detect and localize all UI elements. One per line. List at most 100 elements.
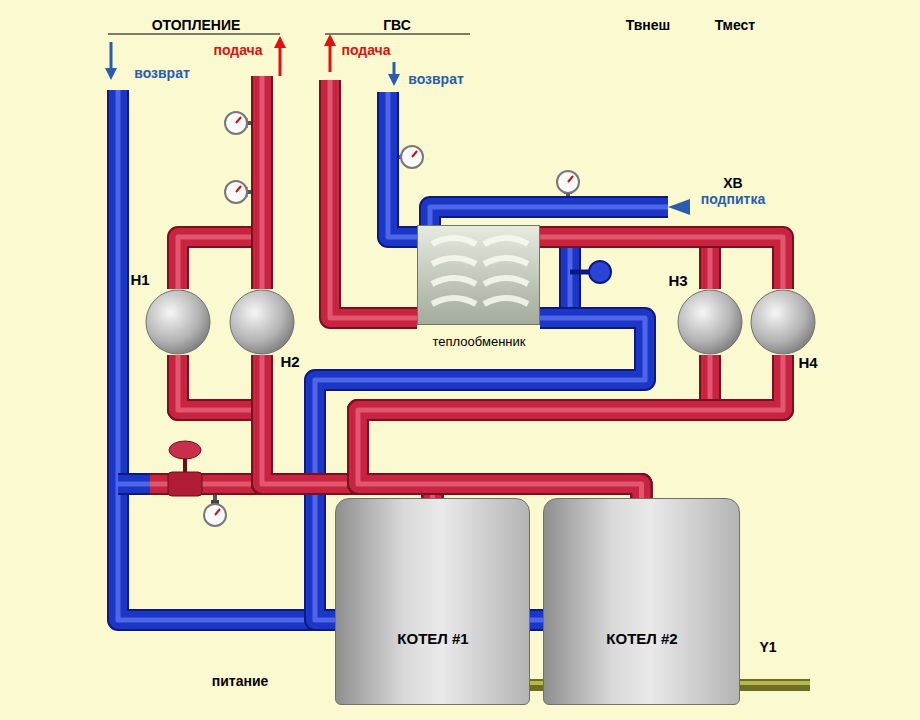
coil [484,278,528,284]
valve-actuator [570,261,611,283]
pipe-part [568,237,573,318]
pump-circle [230,290,294,354]
pump-circle [751,290,815,354]
coil [484,238,528,244]
pipe-part [401,146,423,168]
pipe [118,90,335,620]
makeup-arrow [668,199,690,215]
pipe-connector [358,355,783,498]
pipe-layer [358,355,783,498]
pipe [330,80,417,318]
pipe [178,237,262,289]
pipe-layer [540,237,783,289]
pipe-part [253,76,271,289]
pipe [118,484,152,485]
pump-body [229,289,295,355]
pipe-part [530,618,543,623]
pipe-part [110,42,113,70]
pipe-label: Твнеш [626,17,671,33]
pipe-layer [358,355,783,498]
coil [484,258,528,264]
pipe-part [430,207,668,225]
pump-body [145,289,211,355]
pressure-gauge [225,112,251,134]
pipe-connector [540,237,783,289]
boiler-box: КОТЕЛ #2 [543,498,740,705]
boiler-label: КОТЕЛ #1 [397,630,468,647]
pipe [262,76,263,289]
pipe-part [388,74,400,86]
pipe-part [430,207,668,225]
pipe-part [330,80,417,318]
coil [432,278,476,284]
pipe-layer [358,355,783,498]
heat-exchanger: теплообменник [417,225,540,325]
pipe-part [168,472,202,496]
pipe-part [118,473,152,495]
pipe-layer [540,237,783,289]
pressure-gauge [225,181,251,203]
pipe-part [430,207,668,225]
pipe-part [118,482,152,487]
pipe-label: Y1 [759,639,776,655]
pipe-part [178,237,262,289]
pipe-part [589,261,611,283]
pipe-layer [358,355,783,498]
pipe-layer [358,355,783,498]
pipe-part [204,504,226,526]
pipe-label: подпитка [701,191,765,207]
pump-label: Н4 [798,354,817,371]
pump-label: Н1 [130,271,149,288]
pressure-gauge [399,146,423,168]
flow-arrow [324,34,336,72]
pump-label: Н3 [668,272,687,289]
boiler-label: КОТЕЛ #2 [606,630,677,647]
bypass-valve [168,441,202,496]
pressure-gauge [204,495,226,526]
heat-exchanger-coils [418,226,541,326]
pipe-label: Тмест [715,17,755,33]
pipe-part [118,475,152,493]
pipe-layer [540,237,783,289]
pipe [530,620,543,621]
pump-body [677,289,743,355]
flow-arrow [105,42,117,80]
pump-label: Н2 [280,353,299,370]
pipe-part [329,44,332,72]
pipe-label: питание [212,673,269,689]
pipe-part [668,199,690,215]
pipe-part [412,151,417,157]
pipe-part [530,611,543,629]
pipe-part [236,117,241,123]
pump-circle [146,290,210,354]
pipe-label: возврат [408,71,464,87]
flow-arrow [274,36,286,76]
pressure-gauge [557,171,579,196]
heat-exchanger-label: теплообменник [433,335,526,350]
pipe-part [150,482,262,487]
pipe-layer [358,355,783,498]
pipe-part [225,112,247,134]
pipe-part [279,46,282,76]
pipe-part [225,181,247,203]
pipe-part [530,609,543,631]
pipe-label: подача [213,42,262,58]
pipe-label: возврат [134,65,190,81]
pipe-part [118,90,335,620]
coil [432,238,476,244]
pipe-part [118,90,335,620]
pipe-label: ОТОПЛЕНИЕ [152,17,241,33]
pump-symbol: Н1 [145,289,211,355]
pump-symbol: Н2 [229,289,295,355]
pipe-part [393,62,396,76]
pipe-part [105,68,117,80]
pump-body [750,289,816,355]
pipe [430,207,668,225]
pipe-part [330,80,417,318]
pipe-part [150,475,262,493]
pipe-part [561,237,579,318]
pipe-part [236,186,241,192]
pipe-part [260,76,265,289]
boiler-box: КОТЕЛ #1 [335,498,530,705]
pump-circle [678,290,742,354]
